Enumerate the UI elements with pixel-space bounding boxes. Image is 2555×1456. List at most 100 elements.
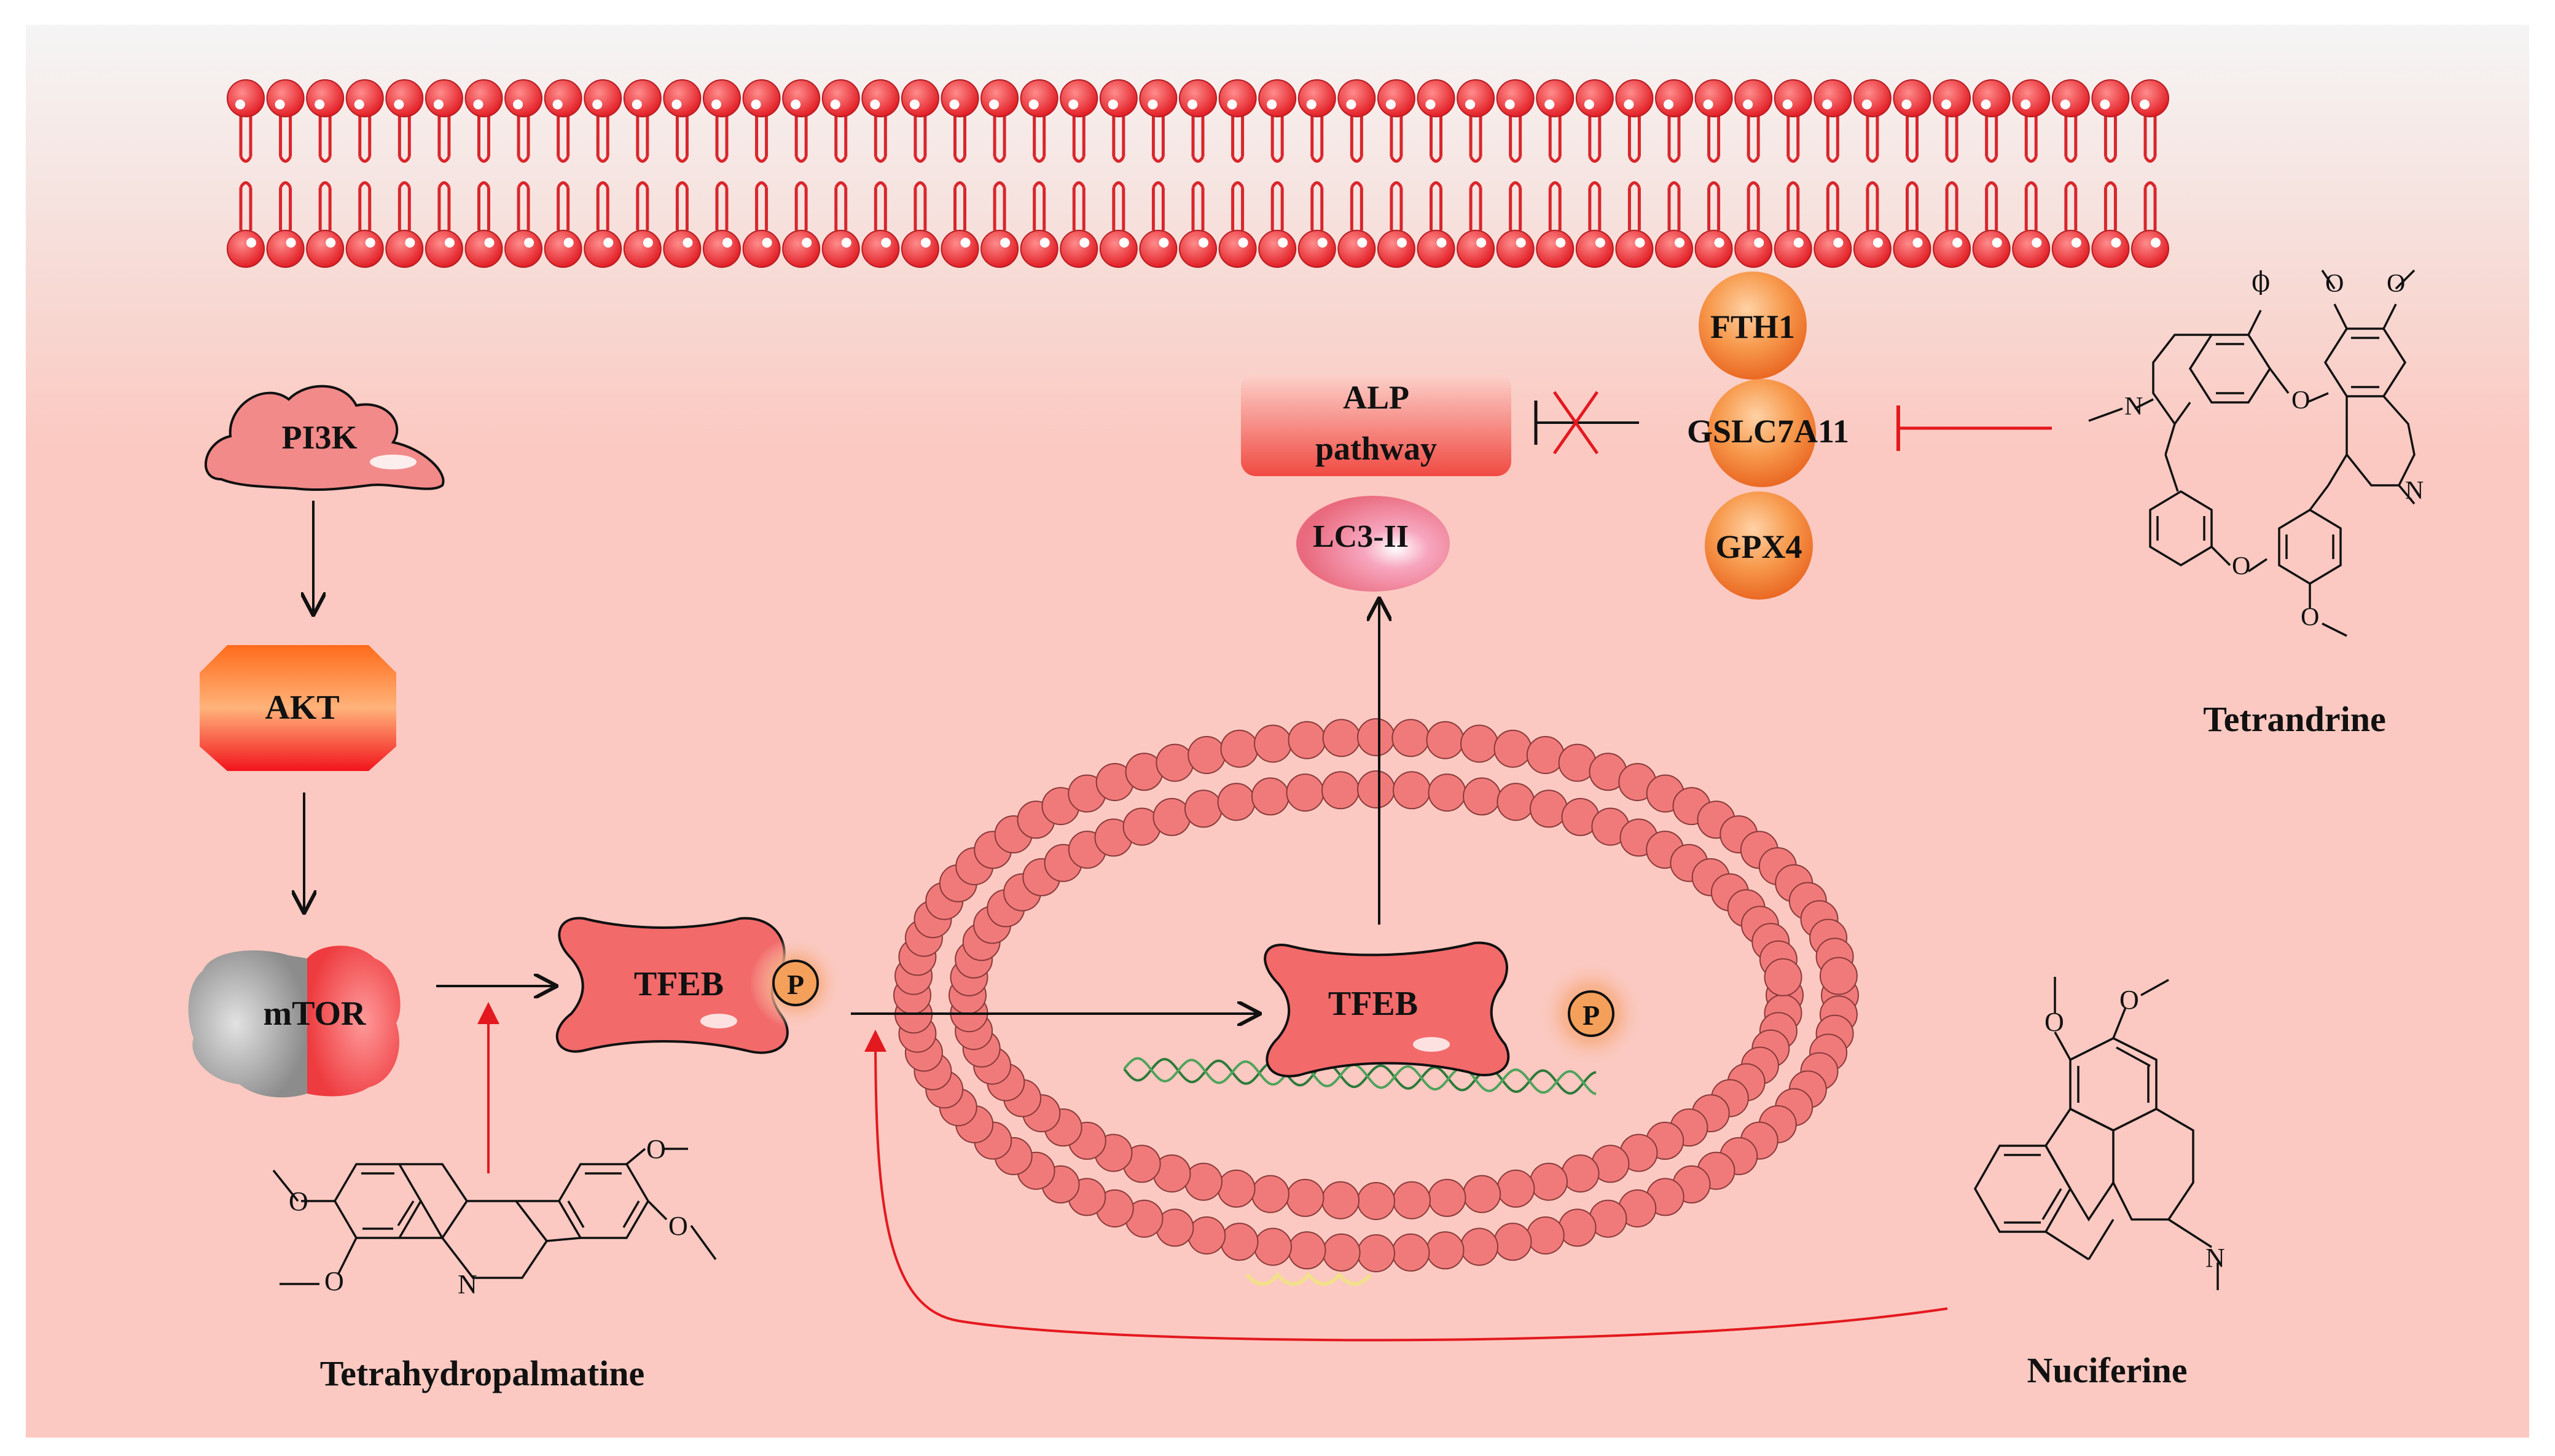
slc7a11-label: GSLC7A11 <box>1687 413 1849 450</box>
nuclear-bead <box>1561 1154 1600 1193</box>
nuclear-bead <box>1254 724 1292 763</box>
tetrahydropalmatine-label: Tetrahydropalmatine <box>320 1353 645 1393</box>
nuclear-bead <box>1819 957 1858 995</box>
nuclear-bead <box>1286 773 1324 812</box>
alp-pathway-node: ALP pathway <box>1241 373 1511 476</box>
nuclear-bead <box>1156 743 1194 782</box>
nuclear-bead <box>1184 1162 1223 1201</box>
tetrandrine-nitrogen-2: N <box>2405 477 2424 505</box>
lipid-unit <box>1337 79 1376 268</box>
lipid-unit <box>941 79 979 268</box>
pi3k-label: PI3K <box>281 419 357 456</box>
lipid-unit <box>504 79 543 268</box>
fth1-label: FTH1 <box>1710 308 1795 345</box>
nuclear-bead <box>1217 1169 1256 1208</box>
lipid-unit <box>2051 79 2090 268</box>
nuclear-bead <box>1493 1223 1532 1261</box>
nuclear-bead <box>1188 1216 1226 1254</box>
nuclear-bead <box>1526 1216 1565 1254</box>
nuclear-bead <box>1460 724 1498 763</box>
lipid-unit <box>1377 79 1415 268</box>
nuclear-bead <box>1428 773 1466 812</box>
tetrahydropalmatine-oxygen-4: O <box>668 1211 688 1241</box>
nuclear-bead <box>1288 1231 1326 1270</box>
lipid-unit <box>1734 79 1773 268</box>
nuclear-bead <box>1357 1182 1395 1220</box>
nuclear-bead <box>1426 721 1465 759</box>
akt-label: AKT <box>265 689 339 727</box>
tetrandrine-oxygen-4: O <box>2325 270 2344 298</box>
nuclear-bead <box>1497 783 1535 821</box>
slc7a11-node: GSLC7A11 <box>1687 379 1849 487</box>
lipid-unit <box>901 79 939 268</box>
cell-membrane-bilayer <box>227 79 2169 268</box>
tetrahydropalmatine-structure <box>272 1148 717 1285</box>
nuclear-bead <box>1322 719 1361 757</box>
nuclear-bead <box>1251 1175 1289 1213</box>
nuciferine-oxygen-2: O <box>2119 985 2139 1015</box>
lipid-unit <box>1179 79 1217 268</box>
tetrandrine-oxygen-1: O <box>2252 270 2270 298</box>
lipid-unit <box>2131 79 2169 268</box>
nuclear-bead <box>1463 1175 1501 1213</box>
tfeb-cytoplasm-node: TFEB <box>555 917 789 1054</box>
lipid-unit <box>266 79 305 268</box>
lipid-unit <box>1457 79 1495 268</box>
nuclear-bead <box>1426 1231 1465 1270</box>
nuclear-bead <box>1391 1233 1430 1272</box>
mtor-node: mTOR <box>188 945 401 1098</box>
pi3k-node: PI3K <box>205 385 445 491</box>
tfeb-nucleus-label: TFEB <box>1328 985 1418 1023</box>
tetrandrine-structure <box>2088 269 2416 637</box>
nuclear-bead <box>1357 770 1395 808</box>
lipid-unit <box>980 79 1019 268</box>
lipid-unit <box>227 79 265 268</box>
nuclear-bead <box>1526 736 1565 774</box>
nuclear-bead <box>1357 1234 1395 1272</box>
nuclear-bead <box>1357 718 1395 756</box>
lipid-unit <box>1099 79 1138 268</box>
nuclear-bead <box>1251 777 1289 816</box>
lipid-unit <box>2012 79 2051 268</box>
nuclear-envelope <box>893 718 1859 1286</box>
lipid-unit <box>861 79 900 268</box>
nuclear-bead <box>1321 1181 1360 1219</box>
lipid-unit <box>544 79 582 268</box>
lipid-unit <box>1853 79 1892 268</box>
lipid-unit <box>1258 79 1297 268</box>
lc3-label: LC3-II <box>1313 519 1409 554</box>
nuclear-bead <box>1764 958 1802 996</box>
tetrandrine-nitrogen-1: N <box>2124 393 2143 421</box>
phospho-label-cytoplasm: P <box>787 969 804 1000</box>
nuciferine-structure <box>1973 977 2219 1290</box>
lipid-unit <box>1893 79 1931 268</box>
lipid-unit <box>1496 79 1535 268</box>
nuclear-bead <box>1188 736 1226 774</box>
tetrandrine-label: Tetrandrine <box>2203 699 2386 739</box>
lipid-unit <box>1297 79 1336 268</box>
nuciferine-label: Nuciferine <box>2027 1350 2188 1390</box>
fth1-node: FTH1 <box>1699 272 1807 380</box>
alp-label-line2: pathway <box>1315 430 1437 467</box>
lipid-unit <box>1972 79 2011 268</box>
nuclear-bead <box>1322 1233 1361 1272</box>
lipid-unit <box>623 79 662 268</box>
nuclear-bead <box>1530 1162 1568 1201</box>
akt-node: AKT <box>200 645 396 771</box>
nuciferine-oxygen-1: O <box>2044 1007 2064 1037</box>
lipid-unit <box>1020 79 1058 268</box>
nuclear-bead <box>1391 719 1430 757</box>
lipid-unit <box>385 79 424 268</box>
lipid-unit <box>1417 79 1455 268</box>
nuclear-pore <box>1245 1272 1372 1286</box>
lipid-unit <box>1655 79 1693 268</box>
tetrahydropalmatine-nitrogen: N <box>458 1269 477 1299</box>
nuclear-bead <box>1428 1178 1466 1217</box>
lipid-unit <box>1774 79 1812 268</box>
phospho-label-nucleus: P <box>1583 1000 1600 1031</box>
gpx4-node: GPX4 <box>1705 491 1813 600</box>
lipid-unit <box>821 79 860 268</box>
tfeb-nucleus-node: TFEB <box>1264 941 1510 1078</box>
